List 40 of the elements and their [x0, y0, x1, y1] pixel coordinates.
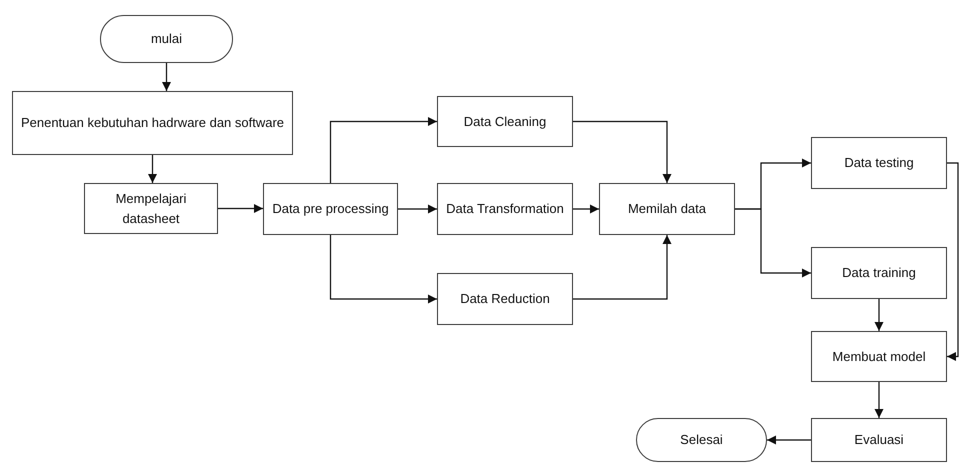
arrow — [947, 162, 959, 361]
process-box — [811, 331, 947, 382]
node-label: Data pre processing — [272, 200, 389, 218]
process-box — [437, 273, 573, 325]
node-label: mulai — [150, 30, 182, 48]
node-label: Evaluasi — [854, 431, 904, 449]
process-box — [84, 183, 218, 234]
arrow — [148, 155, 157, 183]
node-label: Data testing — [844, 154, 914, 172]
node-label: Data Cleaning — [464, 112, 546, 131]
arrow — [767, 436, 811, 444]
terminal-pill — [636, 418, 767, 462]
arrow — [162, 63, 171, 91]
arrow — [874, 382, 884, 418]
process-box — [437, 96, 573, 147]
arrow — [874, 299, 884, 331]
node-label: Mempelajari datasheet — [114, 190, 188, 228]
node-label: Memilah data — [628, 200, 706, 218]
arrow — [218, 204, 263, 213]
arrow — [573, 120, 672, 183]
arrow — [398, 204, 437, 214]
process-box — [263, 183, 398, 235]
process-box — [811, 137, 947, 189]
arrow — [573, 235, 672, 300]
process-box — [811, 247, 947, 299]
node-label: Selesai — [680, 431, 723, 449]
node-label: Membuat model — [832, 348, 926, 366]
process-box — [599, 183, 735, 235]
process-box — [12, 91, 293, 155]
arrow — [330, 235, 437, 304]
node-label: Penentuan kebutuhan hadrware dan software — [20, 114, 284, 132]
node-label: Data Reduction — [460, 290, 550, 308]
arrow — [735, 208, 811, 278]
terminal-pill — [100, 15, 233, 63]
node-label: Data Transformation — [446, 200, 564, 218]
node-label: Data training — [842, 264, 916, 282]
process-box — [437, 183, 573, 235]
arrow — [330, 117, 437, 183]
arrow — [573, 204, 599, 214]
process-box — [811, 418, 947, 462]
